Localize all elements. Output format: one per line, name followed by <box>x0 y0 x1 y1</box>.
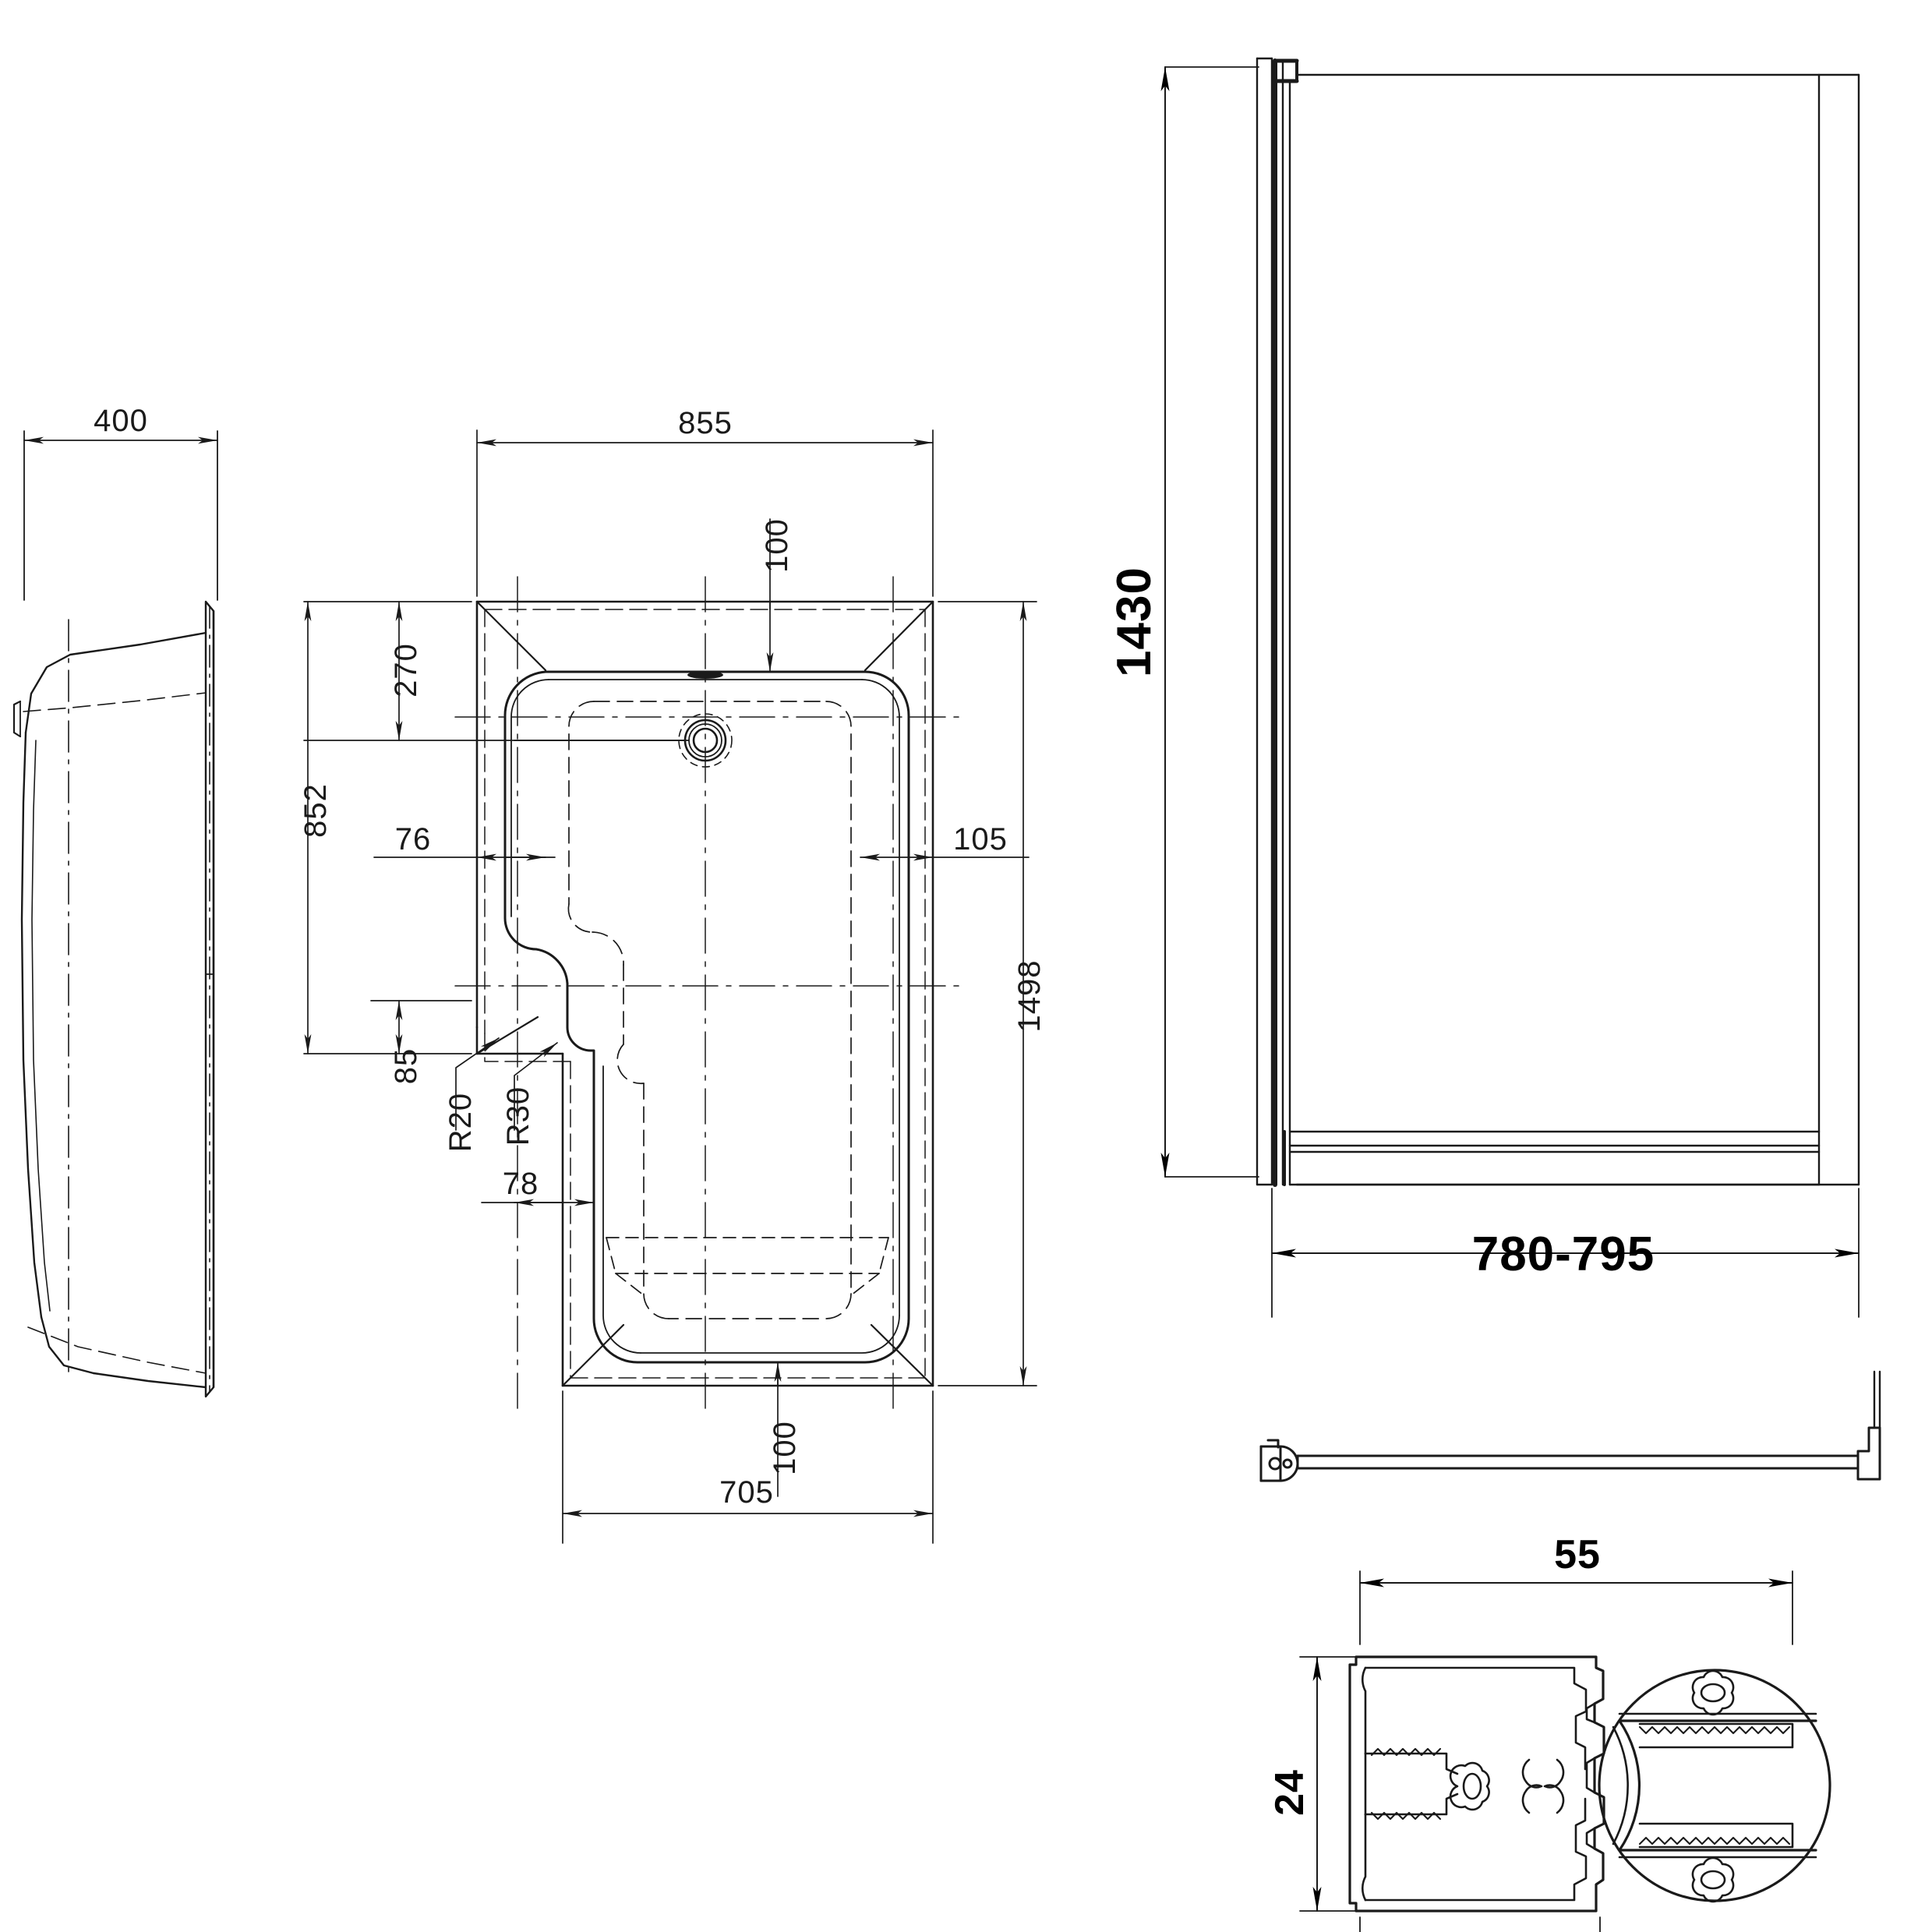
view-profile-cross-section <box>1299 1570 1831 1932</box>
dim-label-55: 55 <box>1554 1532 1601 1577</box>
dim-label-78: 78 <box>503 1167 539 1201</box>
view-seal-plan-detail <box>1259 1370 1881 1482</box>
dim-label-r20: R20 <box>443 1093 478 1152</box>
dim-label-400: 400 <box>94 404 148 438</box>
dim-label-85: 85 <box>389 1048 423 1085</box>
dim-label-r30: R30 <box>501 1086 535 1146</box>
dim-label-855: 855 <box>678 406 733 440</box>
dim-label-100-top: 100 <box>760 518 794 573</box>
view-screen-elevation <box>1160 57 1860 1318</box>
dim-label-705: 705 <box>719 1475 774 1510</box>
dim-label-852: 852 <box>298 783 333 838</box>
dim-label-24: 24 <box>1267 1769 1312 1816</box>
dim-label-76: 76 <box>395 822 432 857</box>
view-side-elevation <box>12 430 218 1398</box>
view-plan <box>303 429 1037 1544</box>
dim-label-780-795: 780-795 <box>1472 1227 1655 1281</box>
dim-label-1430: 1430 <box>1107 567 1161 677</box>
dim-label-105: 105 <box>953 822 1008 857</box>
dim-label-1498: 1498 <box>1012 960 1047 1033</box>
dim-label-270: 270 <box>389 643 423 698</box>
dim-label-100-bottom: 100 <box>768 1421 802 1475</box>
